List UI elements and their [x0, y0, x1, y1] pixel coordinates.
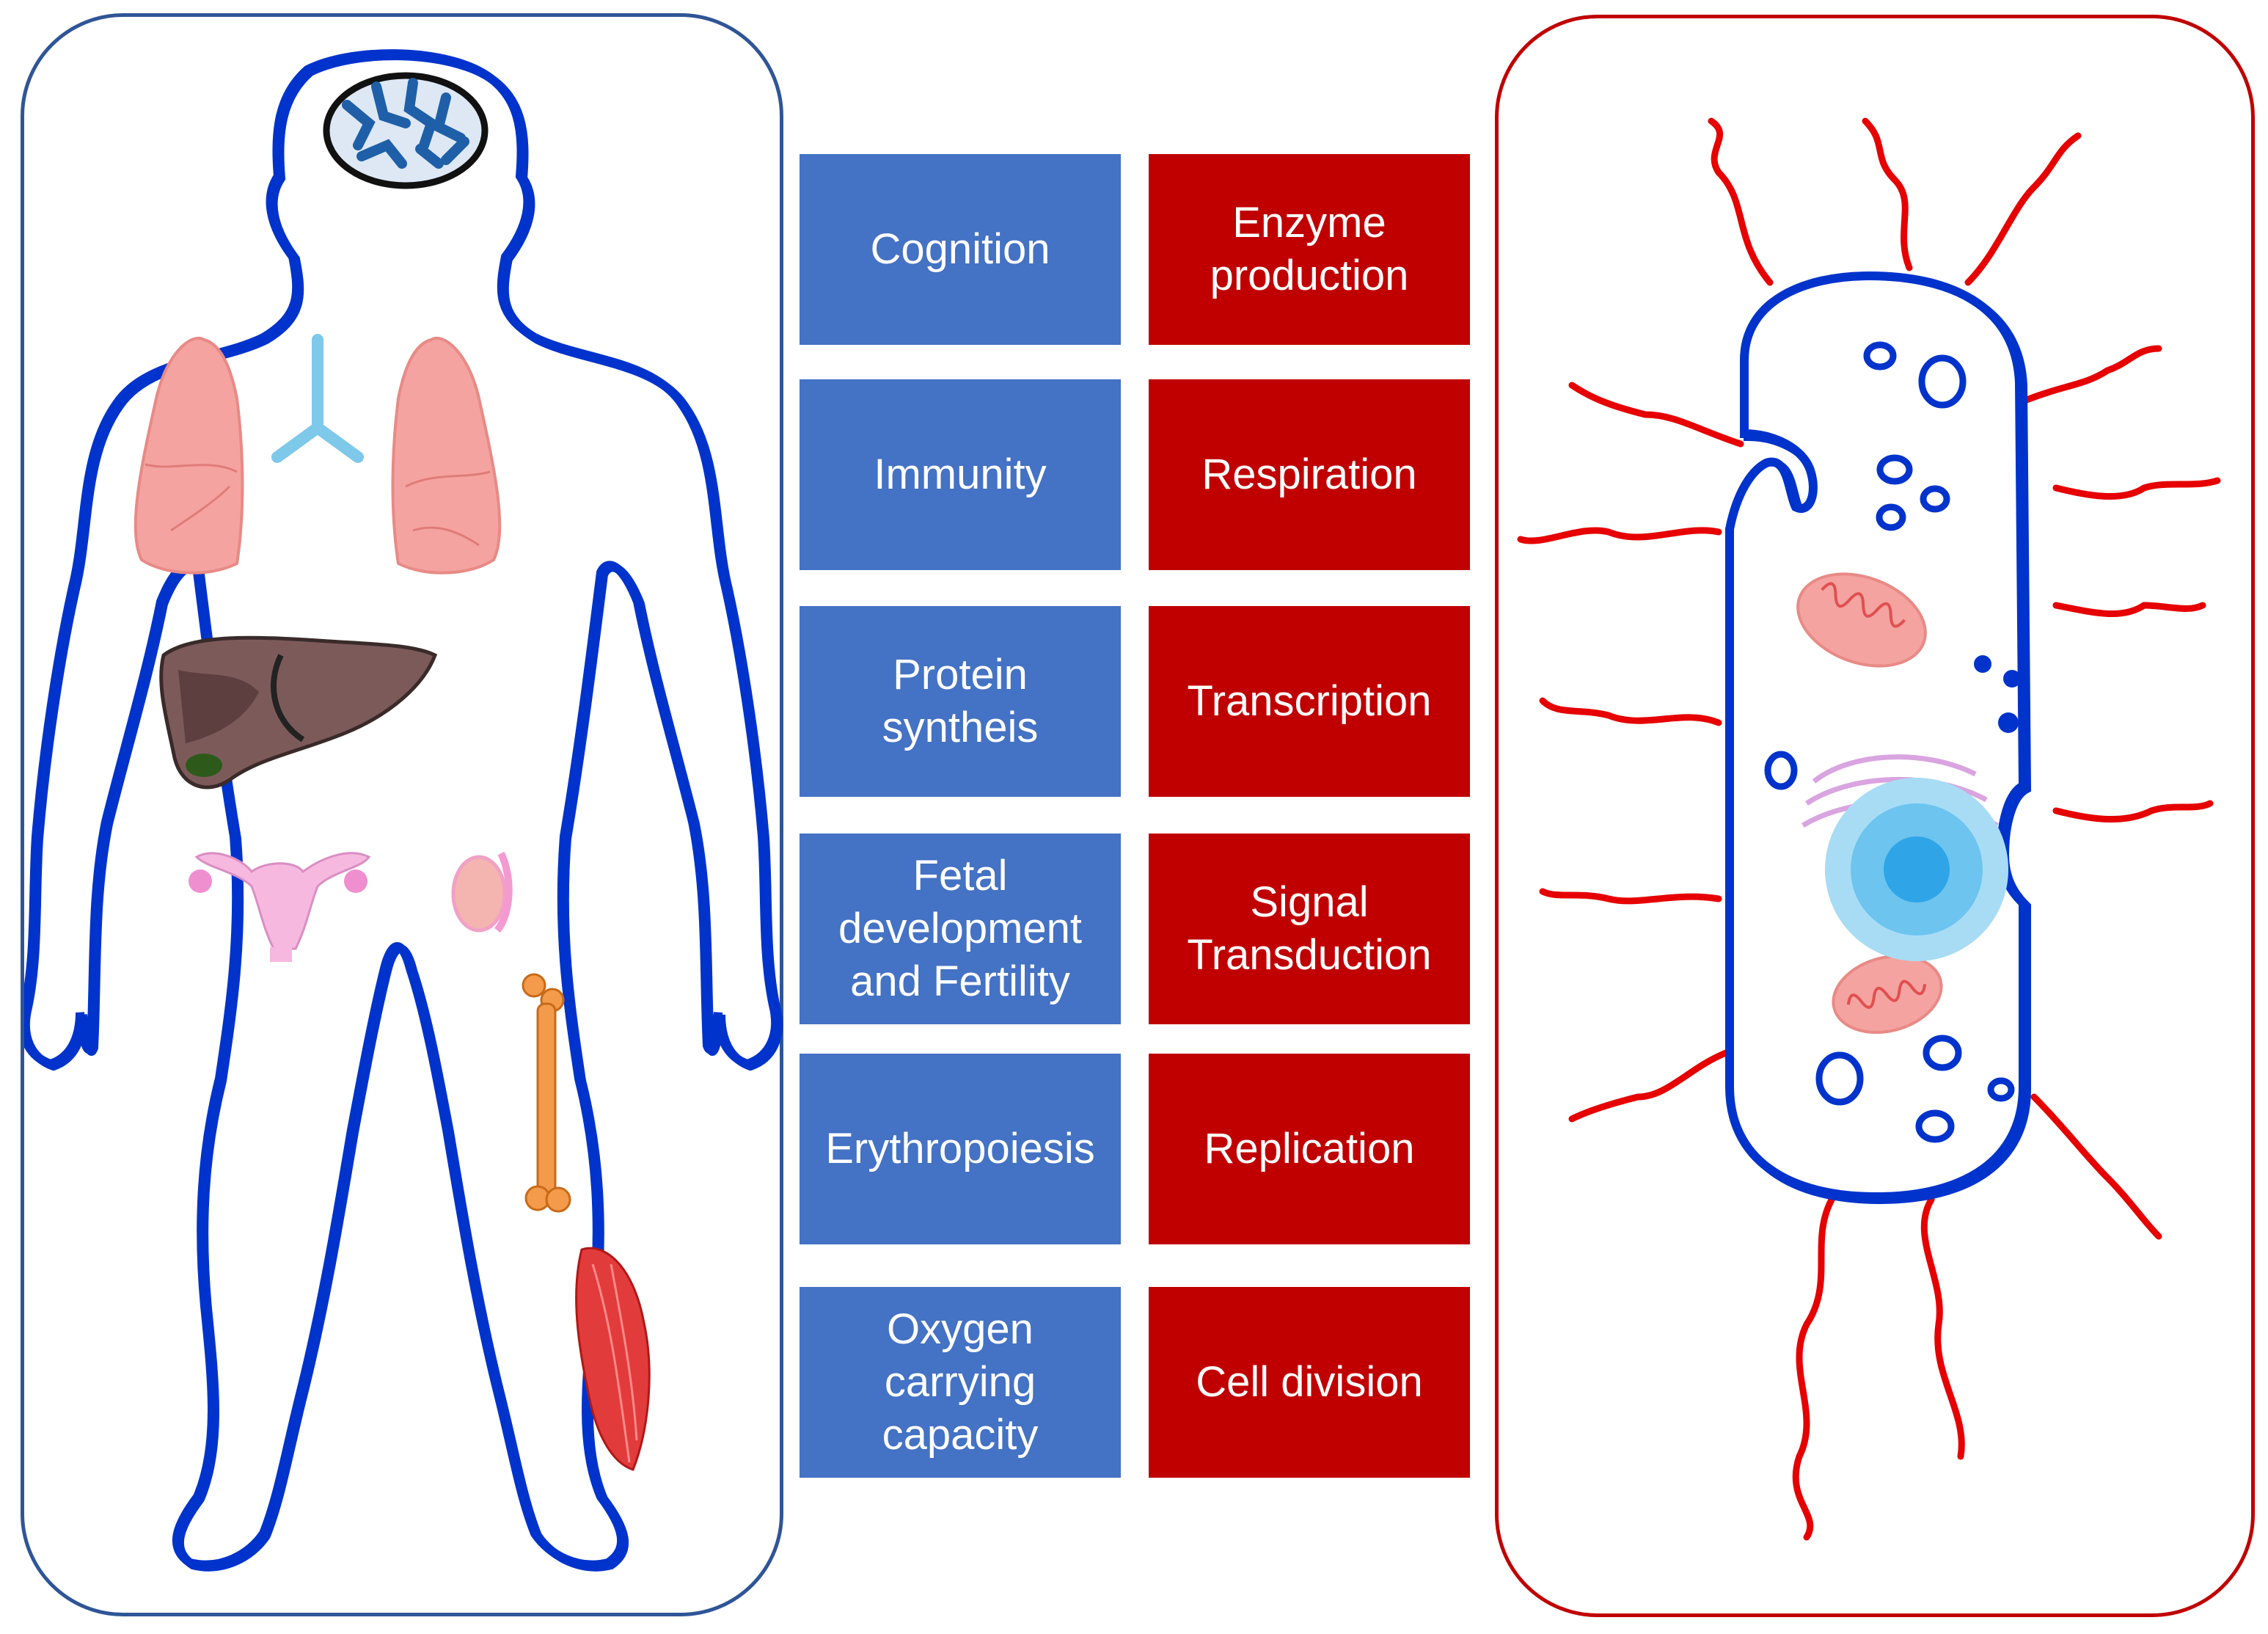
microbe-panel	[1495, 15, 2255, 1617]
uterus-icon	[189, 852, 371, 962]
microbe-function-box: Transcription	[1149, 606, 1470, 797]
human-body-panel	[21, 13, 783, 1616]
bacterium-illustration	[1517, 117, 2221, 1541]
nucleus-icon	[1825, 778, 2008, 961]
human-function-box: Protein syntheis	[800, 606, 1121, 797]
vesicles	[1764, 341, 2015, 1143]
brain-icon	[323, 72, 489, 189]
granules	[1974, 655, 2021, 733]
microbe-function-box: Replication	[1149, 1054, 1470, 1244]
microbe-function-box: Respiration	[1149, 379, 1470, 570]
microbe-function-box: Cell division	[1149, 1287, 1470, 1478]
microbe-function-box: Signal Transduction	[1149, 834, 1470, 1024]
human-function-box: Fetal development and Fertility	[800, 834, 1121, 1024]
liver-icon	[159, 635, 438, 789]
flagella	[1517, 117, 2221, 1541]
microbe-function-box: Enzyme production	[1149, 154, 1470, 345]
human-body-outline	[24, 54, 783, 1572]
human-function-box: Cognition	[800, 154, 1121, 345]
bone-icon	[522, 973, 571, 1213]
muscle-icon	[575, 1247, 651, 1471]
lungs-icon	[133, 334, 502, 575]
human-function-box: Immunity	[800, 379, 1121, 570]
bacterial-cell-body	[1730, 276, 2032, 1205]
testis-icon	[451, 851, 513, 933]
mitochondrion-icon	[1796, 572, 1927, 668]
mitochondrion-icon	[1832, 954, 1943, 1035]
human-body-illustration	[24, 17, 783, 1572]
human-function-box: Oxygen carrying capacity	[800, 1287, 1121, 1478]
human-function-box: Erythropoiesis	[800, 1054, 1121, 1244]
